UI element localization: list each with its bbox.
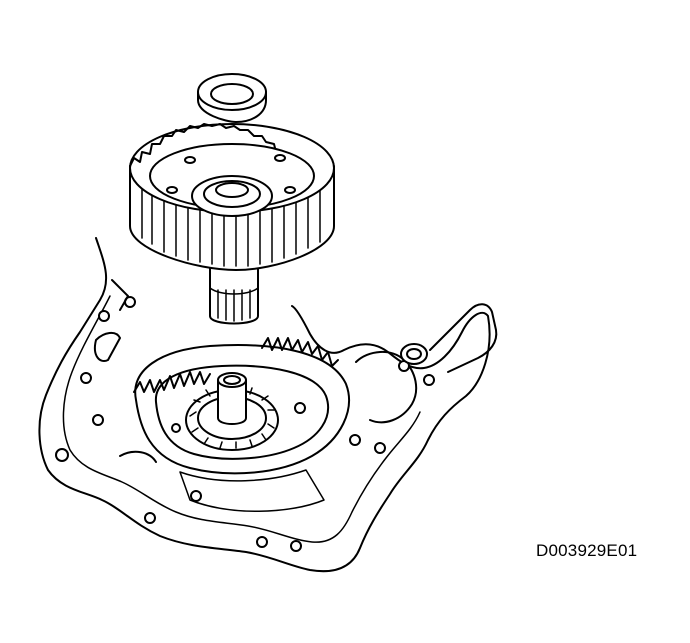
bolt-hole bbox=[190, 490, 202, 502]
ring-gear bbox=[133, 337, 350, 512]
figure-code-label: D003929E01 bbox=[536, 541, 638, 560]
gear-rim-hole bbox=[274, 154, 286, 162]
ring-gear-teeth-right bbox=[261, 337, 339, 367]
bolt-hole bbox=[98, 310, 110, 322]
ring-gear-lower-rim bbox=[179, 469, 325, 512]
case-inner-edge bbox=[62, 295, 421, 543]
case-right-boss bbox=[355, 351, 418, 424]
shaft-spline-lines bbox=[209, 287, 259, 322]
bolt-hole bbox=[256, 536, 268, 548]
gear-rim-hole bbox=[184, 156, 196, 164]
case-right-arm bbox=[429, 303, 498, 373]
ring-gear-teeth-left bbox=[133, 371, 211, 393]
thrust-washer bbox=[197, 73, 267, 123]
case-left-slot bbox=[94, 332, 121, 362]
washer-bore bbox=[210, 83, 254, 105]
case-flange-outline bbox=[38, 237, 491, 573]
bolt-hole bbox=[92, 414, 104, 426]
ring-gear-outer bbox=[134, 344, 350, 475]
transmission-case bbox=[38, 237, 498, 573]
case-left-notch bbox=[119, 450, 157, 463]
bolt-hole bbox=[55, 448, 69, 462]
sun-gear-hub bbox=[185, 372, 279, 451]
case-bolt-holes bbox=[55, 296, 435, 552]
gear-drum-teeth bbox=[141, 183, 321, 267]
bolt-hole bbox=[349, 434, 361, 446]
bolt-hole bbox=[171, 423, 181, 433]
gear-boss-top bbox=[215, 182, 249, 198]
bolt-hole bbox=[294, 402, 306, 414]
plug-inner bbox=[406, 348, 422, 360]
gear-rim-hole bbox=[284, 186, 296, 194]
bolt-hole bbox=[290, 540, 302, 552]
bolt-hole bbox=[80, 372, 92, 384]
bolt-hole bbox=[423, 374, 435, 386]
bolt-hole bbox=[374, 442, 386, 454]
gear-rim-hole bbox=[166, 186, 178, 194]
case-left-tab bbox=[111, 279, 129, 311]
ring-gear-inner bbox=[154, 364, 329, 460]
bolt-hole bbox=[144, 512, 156, 524]
case-plug bbox=[400, 343, 428, 365]
hub-shaft-bore bbox=[223, 375, 241, 385]
input-shaft-gear bbox=[129, 123, 335, 325]
hub-shaft bbox=[217, 379, 247, 425]
